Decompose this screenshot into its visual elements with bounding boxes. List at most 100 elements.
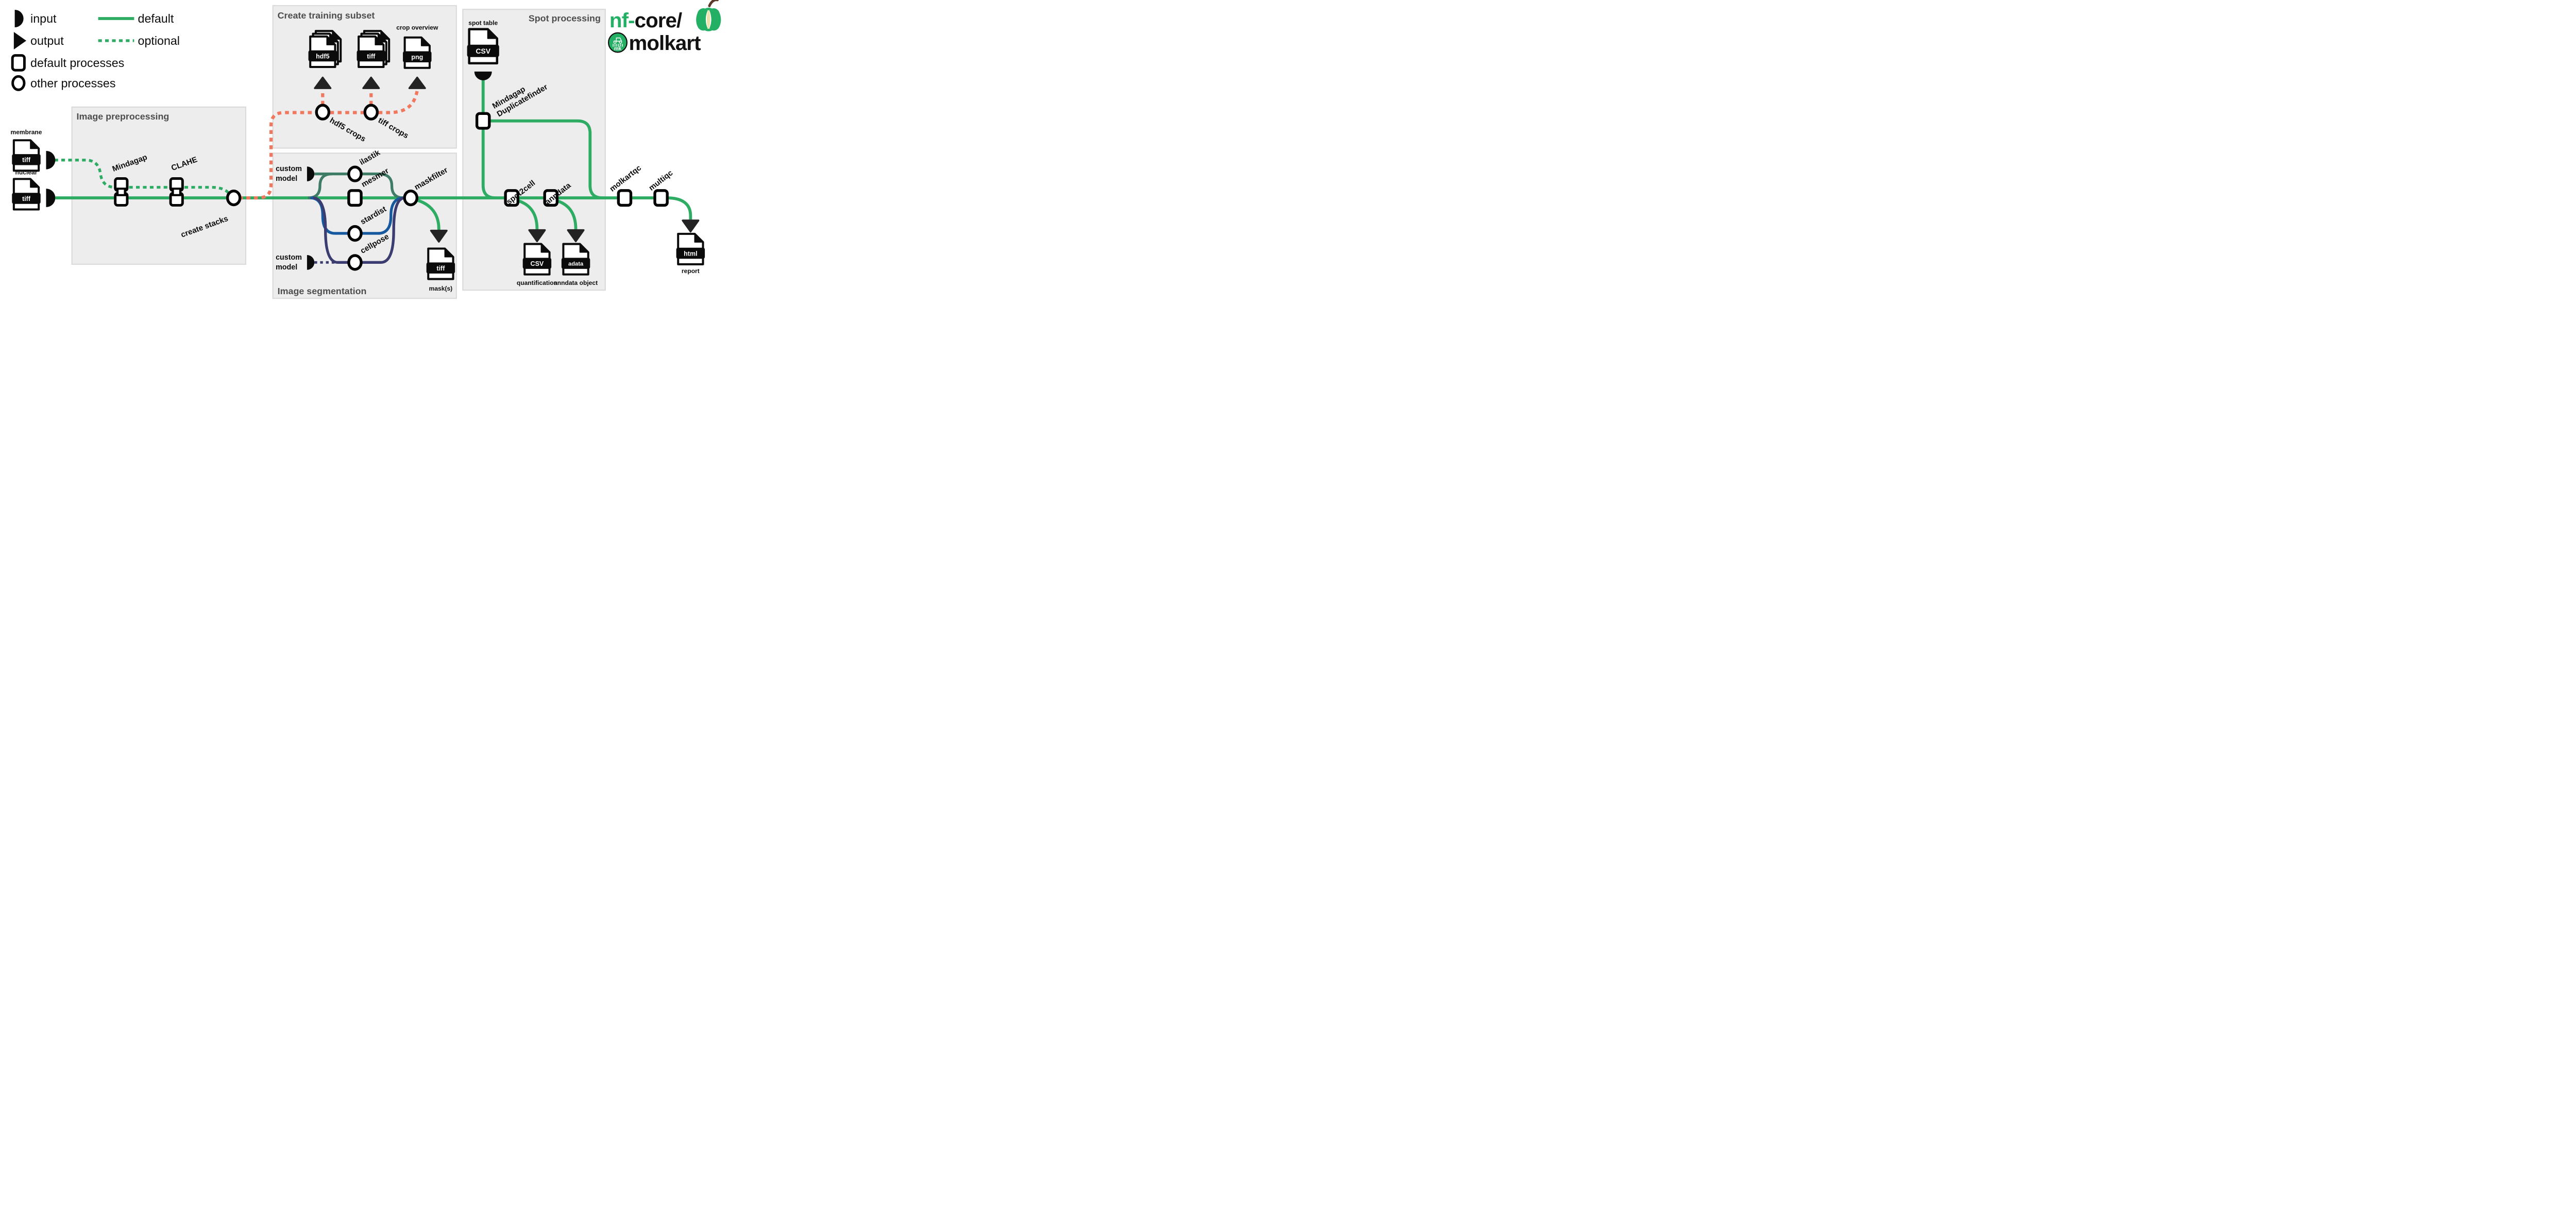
- input-marker-nuclear: [46, 189, 56, 207]
- box-title-segmentation: Image segmentation: [278, 286, 367, 296]
- node-mesmer: [347, 189, 363, 207]
- output-arrow-mask: [430, 229, 448, 243]
- box-image-segmentation: [272, 153, 457, 299]
- box-title-spot: Spot processing: [529, 13, 601, 23]
- output-arrow-hdf5: [314, 76, 332, 89]
- input-icon: [14, 10, 24, 28]
- file-icon-tiff-stack: tiff: [357, 30, 391, 68]
- node-anndata: [543, 189, 559, 207]
- label-crop-overview: crop overview: [396, 24, 438, 31]
- legend-output-label: output: [30, 34, 64, 47]
- file-icon-hdf5-stack: hdf5: [308, 30, 342, 68]
- default-process-icon: [11, 54, 26, 72]
- label-quantification: quantification: [517, 279, 557, 286]
- file-icon-membrane-tiff: tiff: [12, 139, 41, 172]
- label-custom-model-top: custom model: [276, 165, 302, 183]
- svg-text:tiff: tiff: [367, 53, 376, 60]
- box-image-preprocessing: [71, 106, 247, 265]
- input-marker-spot-table: [474, 71, 492, 80]
- apple-core-icon: [696, 0, 721, 31]
- label-anndata-object: anndata object: [554, 279, 598, 286]
- input-marker-custom-model-bottom: [307, 255, 315, 270]
- logo-molkart-text: molkart: [629, 31, 701, 55]
- file-icon-quantification-csv: CSV: [522, 243, 552, 276]
- node-duplicatefinder: [475, 112, 491, 130]
- svg-text:png: png: [411, 54, 423, 61]
- node-clahe: [169, 177, 184, 207]
- file-icon-adata: adata: [561, 243, 590, 276]
- output-arrow-quantification: [528, 229, 546, 242]
- edge-createstacks-to-hdf5crops: [239, 111, 316, 200]
- file-icon-spot-table-csv: CSV: [467, 28, 499, 65]
- svg-text:tiff: tiff: [22, 157, 31, 164]
- box-create-training-subset: [272, 5, 457, 149]
- svg-text:model: model: [276, 175, 297, 183]
- group-logo: nf-core/ mk molkart: [607, 0, 721, 55]
- file-icon-html-report: html: [676, 232, 705, 265]
- svg-text:tiff: tiff: [22, 195, 31, 202]
- group-boxes: Image preprocessing Create training subs…: [71, 5, 606, 299]
- file-icon-png: png: [403, 36, 432, 69]
- output-arrow-tiff-crops: [362, 76, 380, 89]
- label-masks: mask(s): [429, 285, 453, 292]
- edge-duplicatefinder-to-main: [481, 127, 496, 199]
- other-process-icon: [11, 75, 26, 91]
- label-molkartqc: molkartqc: [608, 163, 643, 193]
- pipeline-diagram: Image preprocessing Create training subs…: [0, 0, 723, 304]
- box-title-preprocessing: Image preprocessing: [77, 111, 170, 122]
- group-file-icons: tiff tiff CSV hdf5 tiff: [12, 28, 705, 280]
- node-spot2cell: [504, 189, 519, 207]
- file-icon-nuclear-tiff: tiff: [12, 178, 41, 211]
- label-report: report: [682, 267, 700, 275]
- svg-text:hdf5: hdf5: [316, 53, 329, 60]
- label-membrane: membrane: [10, 129, 42, 136]
- legend-other-processes-label: other processes: [30, 76, 115, 90]
- svg-text:custom: custom: [276, 165, 302, 173]
- group-legend: input output default processes other pro…: [11, 10, 180, 91]
- legend-optional-line-label: optional: [138, 34, 180, 47]
- output-arrow-adata: [567, 229, 585, 242]
- svg-text:custom: custom: [276, 253, 302, 262]
- file-icon-mask-tiff: tiff: [426, 247, 455, 280]
- node-cellpose: [347, 254, 363, 271]
- group-input-markers: [46, 71, 492, 270]
- node-create-stacks: [226, 189, 242, 207]
- node-tiff-crops: [363, 104, 379, 121]
- edge-ilastik-branch: [314, 172, 404, 199]
- svg-text:adata: adata: [568, 261, 584, 267]
- legend-default-line-label: default: [138, 12, 174, 25]
- label-custom-model-bottom: custom model: [276, 253, 302, 272]
- svg-text:tiff: tiff: [436, 265, 445, 272]
- node-multiqc: [653, 189, 669, 207]
- legend-input-label: input: [30, 12, 57, 25]
- svg-text:CSV: CSV: [476, 47, 490, 55]
- molkart-badge-icon: mk: [607, 32, 628, 53]
- logo-nfcore-text: nf-core/: [609, 9, 682, 32]
- box-title-training: Create training subset: [278, 10, 375, 21]
- input-marker-membrane: [46, 150, 56, 170]
- svg-text:html: html: [684, 250, 697, 257]
- output-arrow-png: [408, 76, 426, 89]
- group-process-nodes: [114, 104, 669, 271]
- node-hdf5-crops: [315, 104, 331, 121]
- node-mindagap: [114, 177, 129, 207]
- label-spot-table: spot table: [468, 20, 498, 27]
- node-ilastik: [347, 165, 363, 182]
- label-nuclear: nuclear: [15, 168, 38, 176]
- svg-text:mk: mk: [614, 46, 622, 52]
- diagram-svg: Image preprocessing Create training subs…: [10, 0, 721, 299]
- label-multiqc: multiqc: [647, 168, 674, 193]
- legend-default-processes-label: default processes: [30, 56, 124, 70]
- svg-text:model: model: [276, 263, 297, 272]
- edge-tiffcrops-to-png: [378, 90, 419, 114]
- edge-duplicatefinder-bypass: [488, 119, 603, 199]
- node-molkartqc: [617, 189, 633, 207]
- output-icon: [13, 31, 27, 49]
- node-stardist: [347, 225, 363, 242]
- node-maskfilter: [403, 189, 419, 207]
- input-marker-custom-model-top: [307, 166, 315, 181]
- svg-text:CSV: CSV: [531, 260, 544, 267]
- edge-membrane-optional: [54, 159, 231, 196]
- output-arrow-report: [682, 219, 700, 233]
- group-output-arrows: [314, 76, 700, 243]
